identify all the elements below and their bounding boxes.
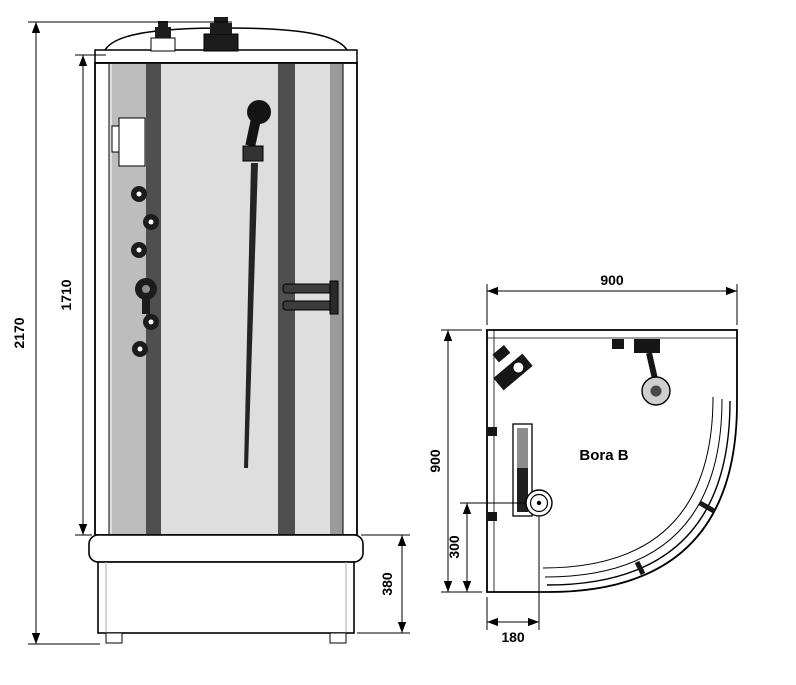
dimension-plan-depth: 900 [427, 329, 482, 593]
drain [525, 489, 553, 517]
dimension-total-height: 2170 [11, 21, 232, 645]
dim-label-drain-offset-y: 300 [446, 535, 462, 559]
tray-foot-right [329, 632, 347, 644]
door-handle-plan-right [698, 500, 716, 514]
dimension-drain-offset-y: 300 [446, 502, 526, 592]
dim-label-tray-height: 380 [379, 572, 395, 596]
door-frame-stripe-left [146, 64, 161, 534]
door-handle [282, 280, 339, 315]
wall-bracket-corner [492, 345, 511, 363]
plan-view: Bora B 900 900 300 180 [427, 272, 738, 645]
tray-lip [88, 534, 364, 563]
mixer-plan [493, 353, 533, 391]
shower-head-plan [612, 339, 671, 406]
door-frame-stripe-right [278, 64, 295, 534]
front-elevation-view: 2170 1710 380 [11, 17, 410, 645]
model-label: Bora B [579, 447, 628, 464]
shower-tray-front [88, 534, 364, 644]
door-handle-plan-left [634, 560, 646, 576]
mixer-valve [135, 278, 157, 314]
roof-rim [94, 49, 358, 64]
column-plan [512, 423, 533, 517]
tray-apron [97, 561, 355, 634]
shower-hose [244, 163, 258, 468]
hand-shower-holder [242, 145, 264, 162]
dimension-tray-height: 380 [357, 534, 410, 634]
shower-shelf [111, 117, 146, 167]
tray-foot-left [105, 632, 123, 644]
body-jets [131, 186, 159, 357]
wall-bracket-upper [488, 427, 497, 436]
dim-label-plan-width: 900 [600, 272, 624, 288]
roof-fitting-right [203, 17, 239, 52]
hand-shower [242, 100, 271, 468]
dimension-drain-offset-x: 180 [486, 517, 540, 645]
tray-outline-plan [486, 329, 738, 593]
glass-door-arcs [542, 396, 731, 586]
dim-label-plan-depth: 900 [427, 449, 443, 473]
roof-fitting-left [150, 21, 176, 52]
hand-shower-head [247, 100, 271, 124]
dim-label-cabin-height: 1710 [58, 279, 74, 310]
dimension-cabin-height: 1710 [58, 54, 106, 536]
dim-label-drain-offset-x: 180 [501, 629, 525, 645]
dimension-plan-width: 900 [486, 272, 738, 325]
wall-bracket-lower [488, 512, 497, 521]
dim-label-total-height: 2170 [11, 317, 27, 348]
